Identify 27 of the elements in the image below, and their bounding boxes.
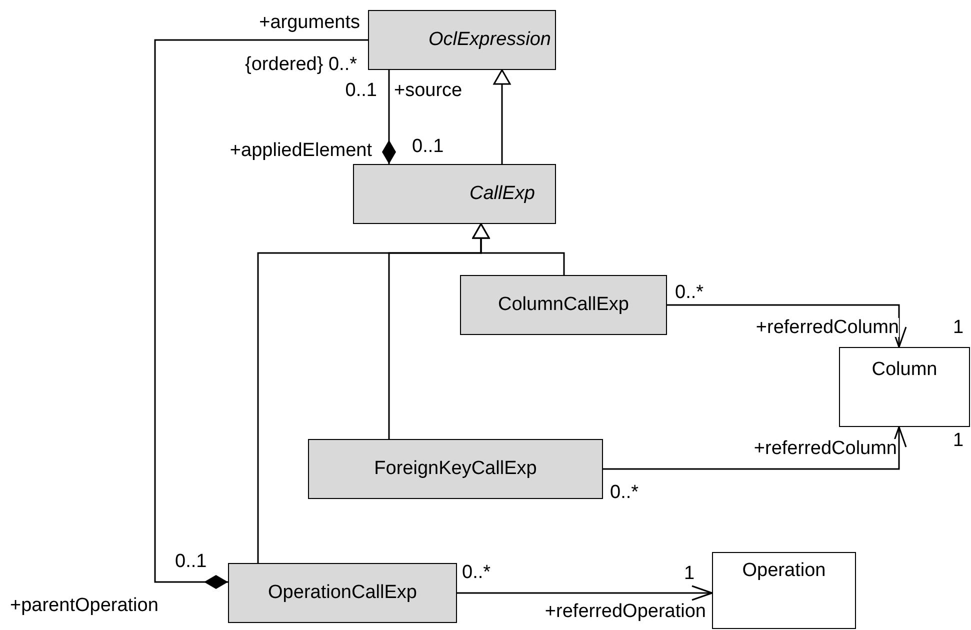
role-name: +referredOperation [544,602,706,621]
class-box [712,552,856,629]
association-arrow [667,304,907,348]
class-box [839,347,970,427]
class-box [353,164,556,224]
class-name: Operation [742,561,826,582]
generalization-arrow [257,223,490,563]
class-name: ForeignKeyCallExp [374,458,537,480]
class-name: OperationCallExp [268,582,417,604]
association-arrow [457,585,713,601]
generalization-arrow [493,69,511,164]
class-box [228,563,457,623]
class-name: OclExpression [428,30,551,50]
class-box [308,439,603,499]
composition-line [382,70,396,164]
multiplicity-label: +parentOperation [10,596,158,615]
composition-line [154,39,368,589]
class-name: CallExp [470,184,535,204]
role-name: +appliedElement [230,141,372,160]
class-box [368,10,556,70]
class-box [460,275,667,335]
multiplicity-label: {ordered} 0..* [245,55,357,74]
association-arrow [603,426,907,470]
class-name: ColumnCallExp [498,294,629,316]
role-name: +referredColumn [756,318,899,337]
class-name: Column [872,360,938,381]
role-name: +arguments [259,13,360,32]
